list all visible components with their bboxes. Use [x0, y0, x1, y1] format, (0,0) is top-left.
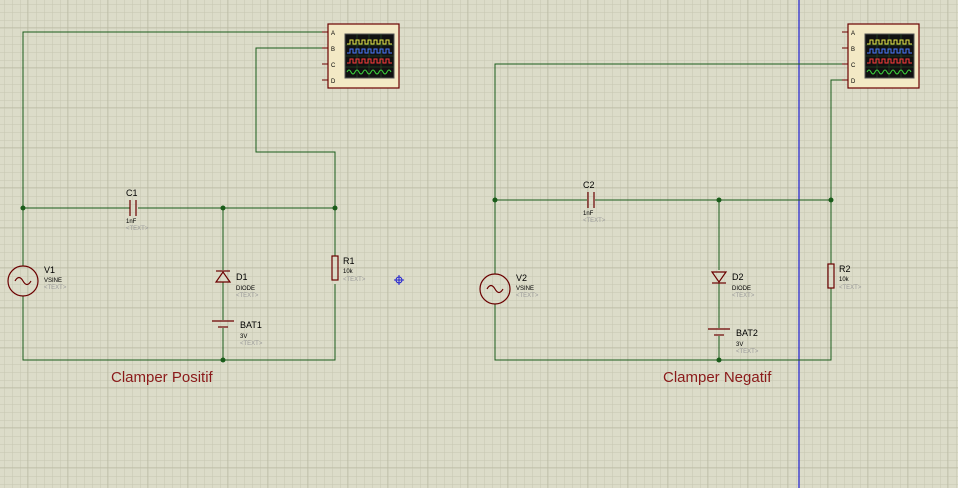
- scope2-pin-b: B: [851, 47, 855, 53]
- r2-value: 10k: [839, 277, 850, 283]
- voltage-source-v1[interactable]: V1 VSINE <TEXT>: [7, 265, 67, 297]
- bat1-text-tag: <TEXT>: [240, 341, 263, 347]
- bat1-label: BAT1: [240, 320, 262, 330]
- diode-d1[interactable]: D1 DIODE <TEXT>: [214, 270, 259, 299]
- d1-label: D1: [236, 272, 248, 282]
- v1-type: VSINE: [44, 278, 62, 284]
- r1-value: 10k: [343, 269, 354, 275]
- wires-left: [22, 31, 336, 361]
- battery-bat1[interactable]: BAT1 3V <TEXT>: [212, 320, 263, 347]
- capacitor-c2[interactable]: C2 1nF <TEXT>: [583, 180, 606, 224]
- junction-dot: [828, 197, 834, 203]
- r1-text-tag: <TEXT>: [343, 277, 366, 283]
- junction-dot: [492, 197, 498, 203]
- scope2-pin-d: D: [851, 79, 856, 85]
- circuit-title-right: Clamper Negatif: [663, 369, 772, 386]
- scope2-pin-a: A: [851, 31, 855, 37]
- scope1-pin-d: D: [331, 79, 336, 85]
- bat2-label: BAT2: [736, 328, 758, 338]
- d2-type: DIODE: [732, 286, 751, 292]
- oscilloscope-1[interactable]: A B C D: [322, 23, 400, 89]
- junction-dot: [716, 197, 722, 203]
- c1-text-tag: <TEXT>: [126, 226, 149, 232]
- d2-text-tag: <TEXT>: [732, 293, 755, 299]
- junction-dot: [716, 357, 722, 363]
- junction-dot: [220, 357, 226, 363]
- circuit-clamper-negatif: V2 VSINE <TEXT> C2 1nF <TEXT> D2 DIODE <…: [479, 63, 862, 386]
- v1-text-tag: <TEXT>: [44, 285, 67, 291]
- scope1-pin-c: C: [331, 63, 336, 69]
- v2-type: VSINE: [516, 286, 534, 292]
- resistor-r2[interactable]: R2 10k <TEXT>: [827, 263, 862, 291]
- resistor-r1[interactable]: R1 10k <TEXT>: [331, 255, 366, 283]
- junction-dot: [220, 205, 226, 211]
- circuit-title-left: Clamper Positif: [111, 369, 214, 386]
- c2-text-tag: <TEXT>: [583, 218, 606, 224]
- battery-bat2[interactable]: BAT2 3V <TEXT>: [708, 328, 759, 355]
- c1-label: C1: [126, 188, 138, 198]
- scope1-pin-b: B: [331, 47, 335, 53]
- wires-right: [494, 63, 842, 361]
- voltage-source-v2[interactable]: V2 VSINE <TEXT>: [479, 273, 539, 305]
- r2-label: R2: [839, 264, 851, 274]
- c1-value: 1nF: [126, 219, 137, 225]
- d1-text-tag: <TEXT>: [236, 293, 259, 299]
- v2-text-tag: <TEXT>: [516, 293, 539, 299]
- v1-label: V1: [44, 265, 55, 275]
- scope1-pin-a: A: [331, 31, 335, 37]
- c2-value: 1nF: [583, 211, 594, 217]
- scope2-pin-c: C: [851, 63, 856, 69]
- r1-label: R1: [343, 256, 355, 266]
- oscilloscope-2[interactable]: A B C D: [842, 23, 920, 89]
- bat2-value: 3V: [736, 342, 743, 348]
- cursor-crosshair-icon: [394, 275, 404, 285]
- d1-type: DIODE: [236, 286, 255, 292]
- r2-text-tag: <TEXT>: [839, 285, 862, 291]
- capacitor-c1[interactable]: C1 1nF <TEXT>: [126, 188, 149, 232]
- junction-dot: [332, 205, 338, 211]
- circuit-clamper-positif: V1 VSINE <TEXT> C1 1nF <TEXT> D1 DIODE <…: [7, 31, 366, 386]
- v2-label: V2: [516, 273, 527, 283]
- diode-d2[interactable]: D2 DIODE <TEXT>: [710, 271, 755, 299]
- c2-label: C2: [583, 180, 595, 190]
- d2-label: D2: [732, 272, 744, 282]
- bat2-text-tag: <TEXT>: [736, 349, 759, 355]
- junction-dot: [20, 205, 26, 211]
- bat1-value: 3V: [240, 334, 247, 340]
